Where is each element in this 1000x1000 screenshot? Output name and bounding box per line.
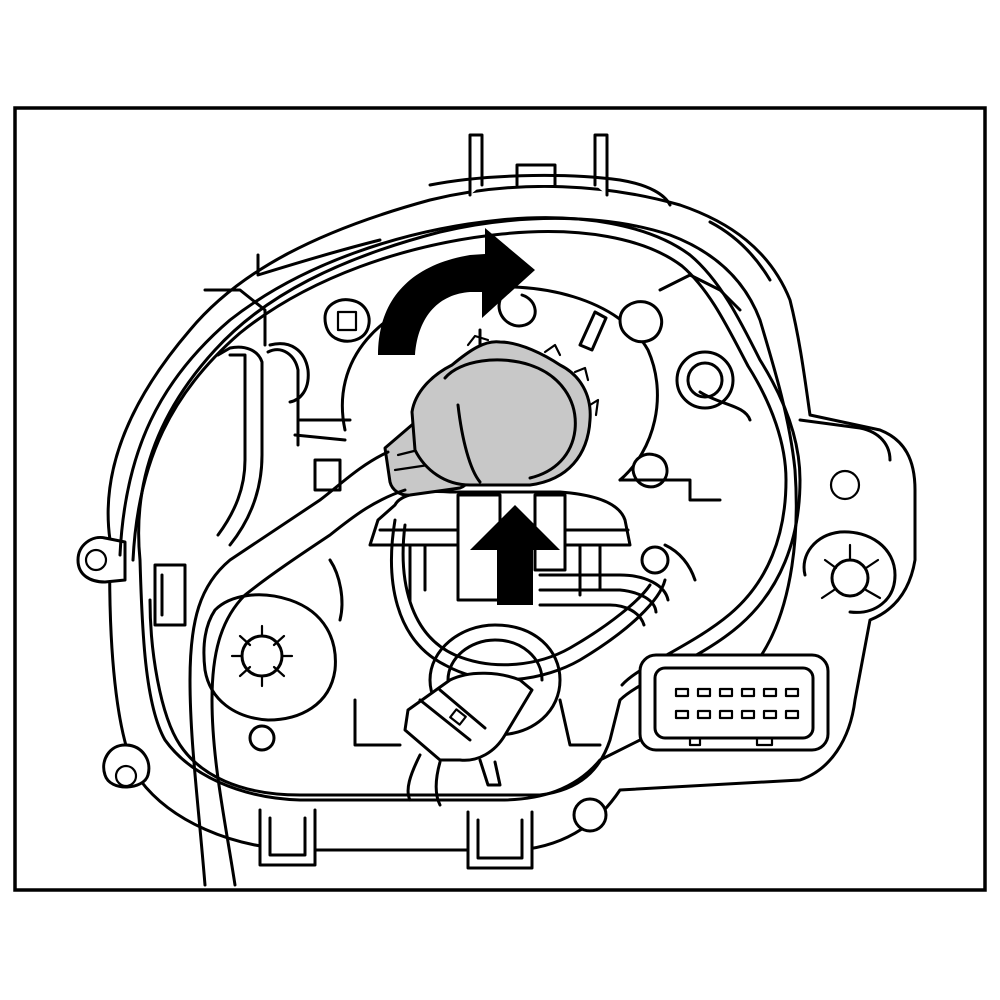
bulb-cap — [383, 334, 600, 497]
electrical-connector — [638, 653, 830, 752]
wire-loom-loop — [118, 216, 802, 797]
main-cable — [188, 450, 407, 887]
straight-up-arrow-icon — [470, 505, 560, 605]
reflector-assembly — [268, 285, 752, 502]
curved-rotate-arrow-icon — [378, 228, 535, 355]
levelling-motor — [202, 593, 337, 752]
bulb-socket-wiring — [328, 490, 697, 807]
connector-pins — [674, 687, 800, 720]
right-adjuster-gear — [802, 469, 897, 614]
